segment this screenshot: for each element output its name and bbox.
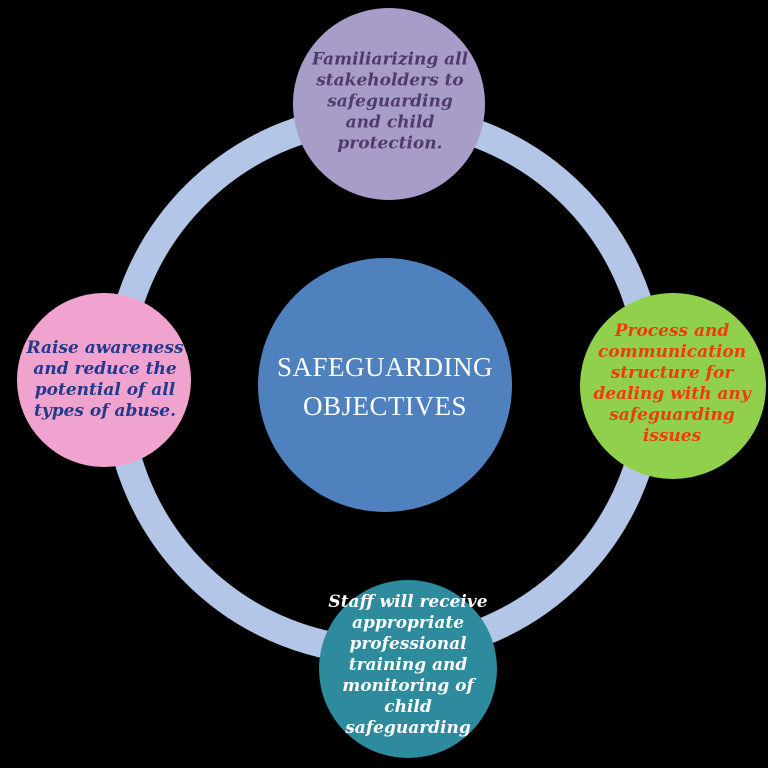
node-circle-top [293, 8, 485, 200]
node-circle-left [17, 293, 191, 467]
node-circle-bottom [319, 580, 497, 758]
node-circle-right [580, 293, 766, 479]
center-circle [258, 258, 512, 512]
